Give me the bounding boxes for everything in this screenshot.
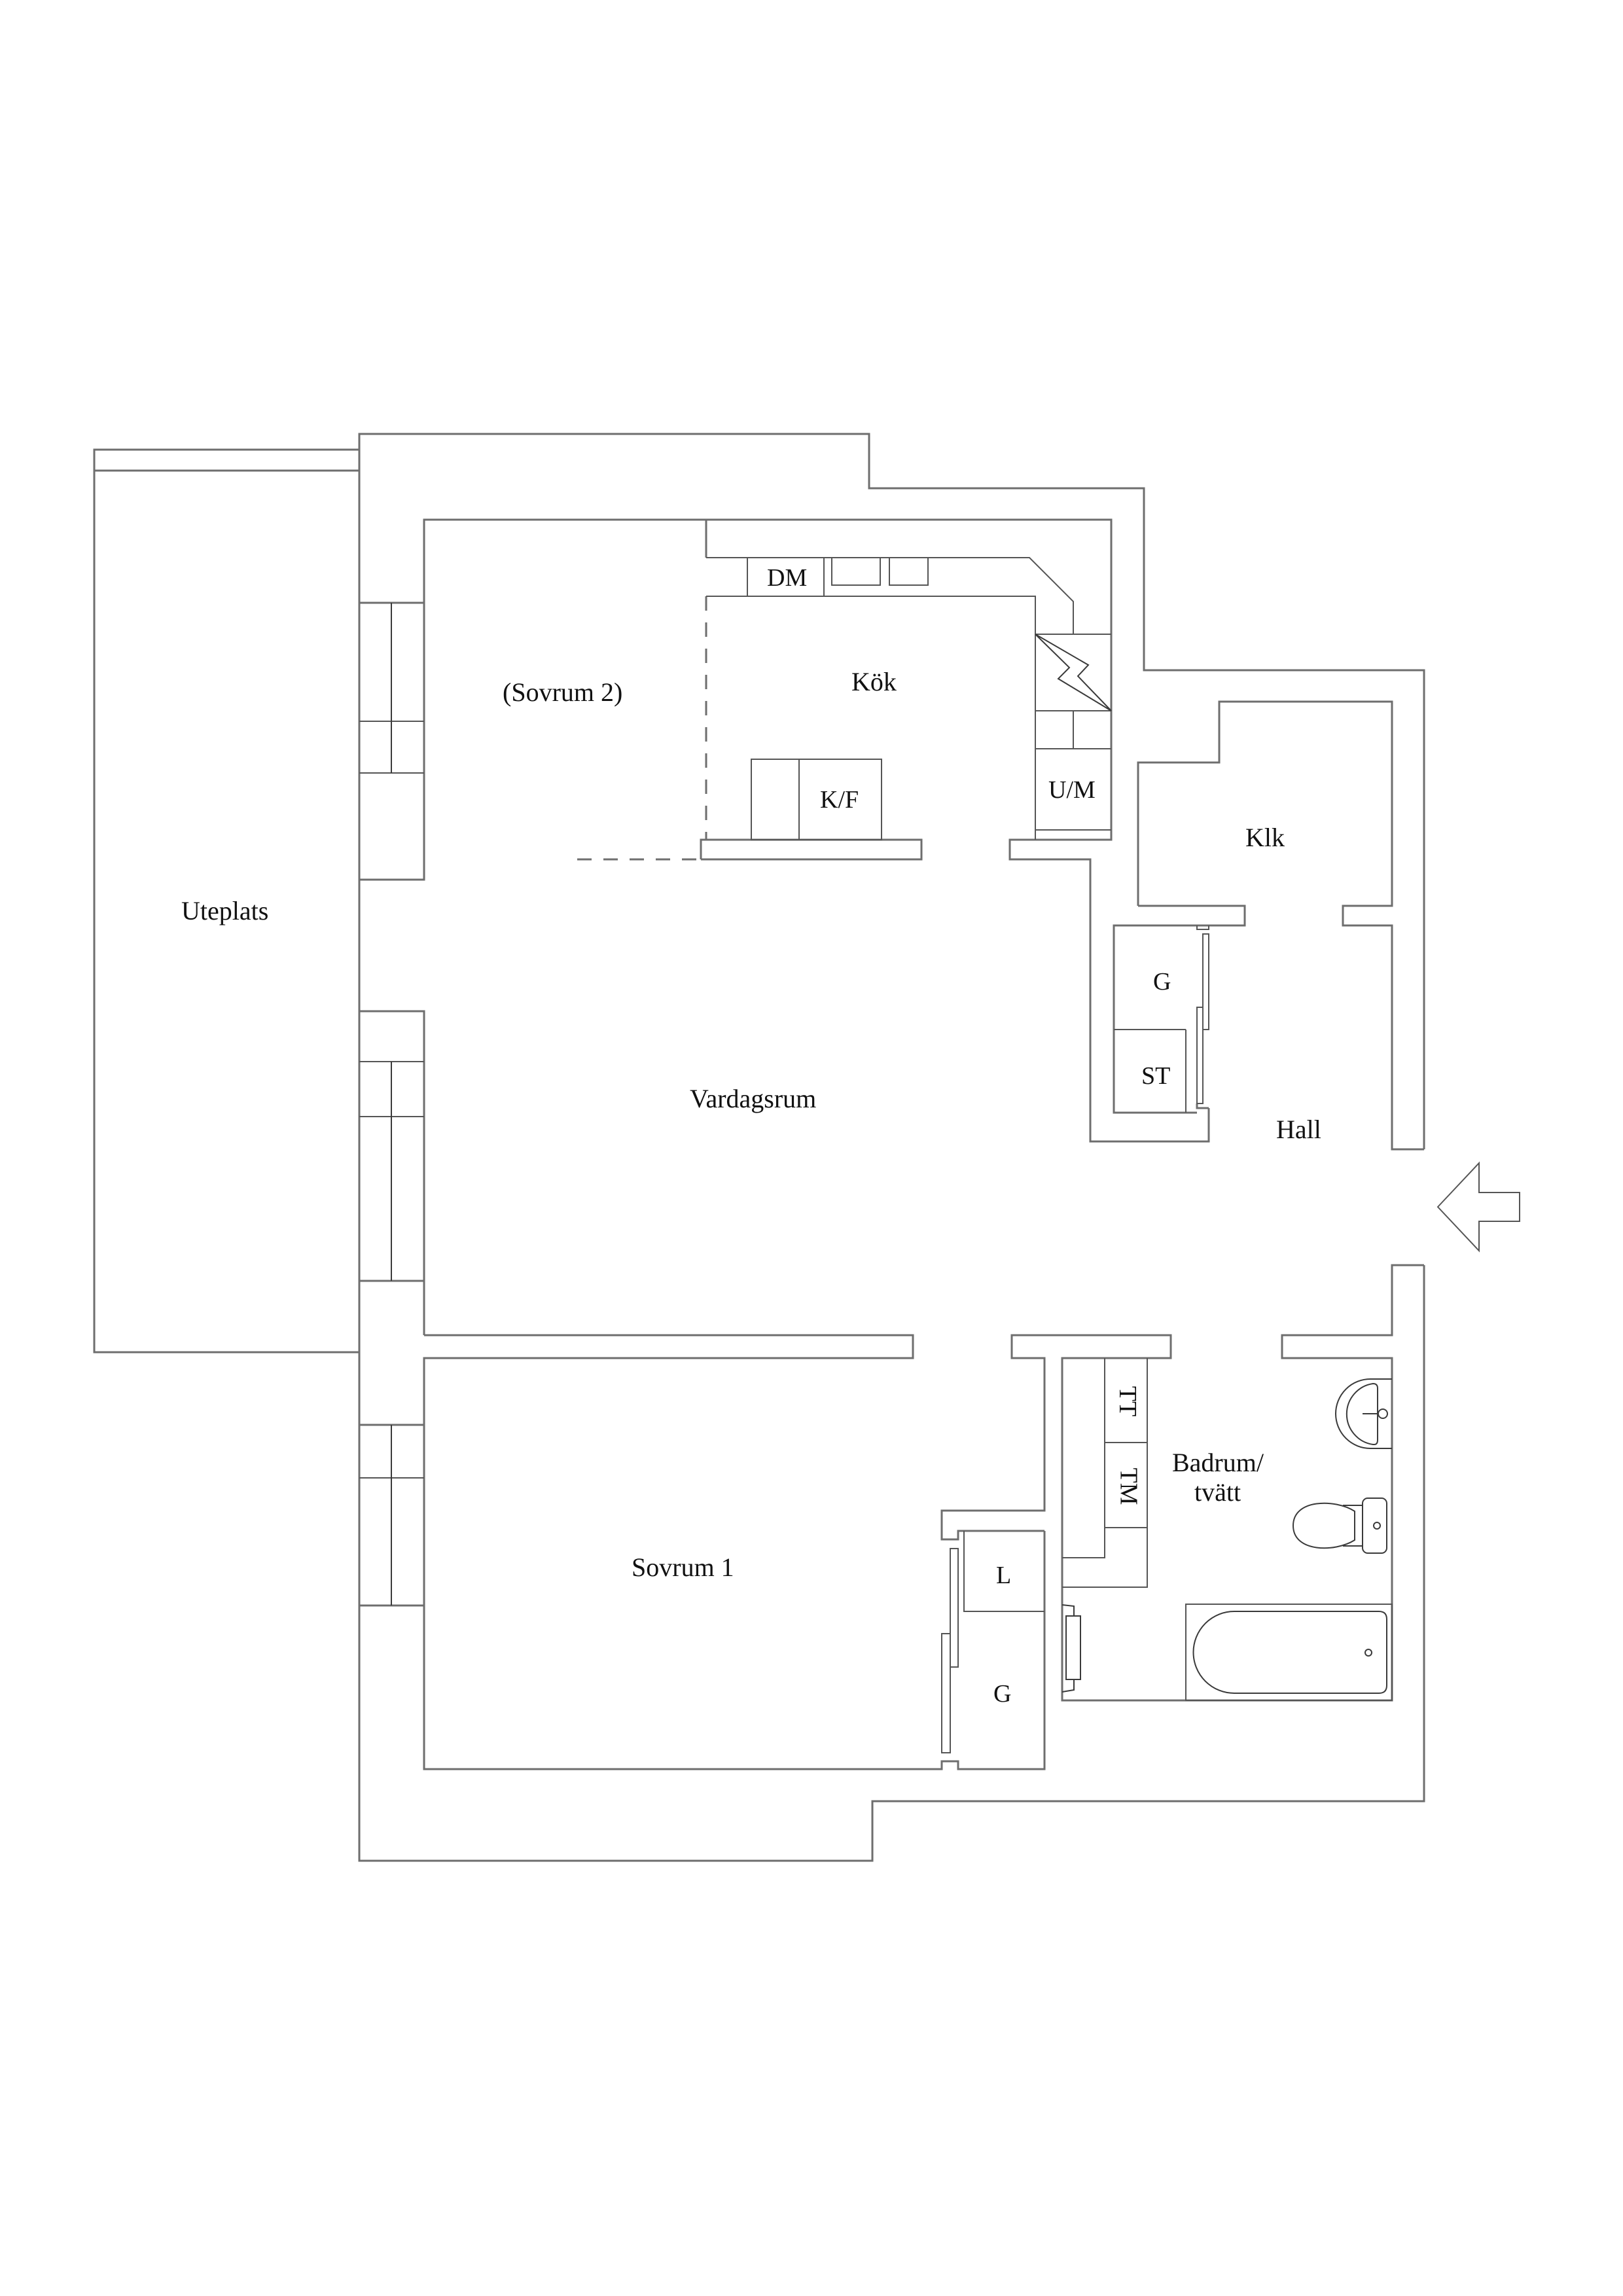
room-label-sovrum2: (Sovrum 2): [503, 677, 623, 707]
towel-radiator-icon: [1061, 1604, 1081, 1693]
bedroom-closet: [941, 1531, 1044, 1753]
sink-basin-icon: [889, 558, 929, 586]
laundry-cabinets: [1062, 1358, 1148, 1588]
fixture-label-bedroom-wardrobe: G: [993, 1680, 1012, 1708]
fixture-label-oven-microwave: U/M: [1048, 776, 1096, 804]
fixture-label-hall-wardrobe: G: [1153, 968, 1171, 996]
window-sovrum1: [358, 1424, 425, 1607]
room-label-sovrum1: Sovrum 1: [632, 1552, 734, 1582]
sliding-door: [941, 1633, 951, 1753]
bathtub-icon: [1185, 1604, 1393, 1701]
fridge-freezer-unit: [751, 759, 882, 840]
fixture-label-washer: TM: [1115, 1467, 1143, 1505]
room-label-vardagsrum: Vardagsrum: [690, 1084, 817, 1113]
fixture-label-fridge-freezer: K/F: [820, 786, 859, 814]
sliding-door: [1196, 1007, 1204, 1104]
inner-walls: [423, 518, 1424, 1770]
room-label-kok: Kök: [851, 667, 897, 696]
window-vardagsrum: [358, 1010, 425, 1282]
hall-closet: [1114, 925, 1209, 1113]
room-label-tvatt: tvätt: [1194, 1477, 1241, 1507]
fixture-label-bedroom-linen: L: [996, 1562, 1012, 1589]
washbasin-icon: [1335, 1378, 1392, 1449]
toilet-icon: [1292, 1498, 1387, 1554]
room-label-hall: Hall: [1276, 1115, 1321, 1144]
window-sovrum2: [358, 601, 425, 881]
outer-walls: [358, 433, 1425, 1862]
room-label-klk: Klk: [1245, 823, 1285, 852]
stove-icon: [1035, 634, 1112, 711]
fixture-label-hall-storage: ST: [1141, 1062, 1171, 1090]
sliding-door: [1202, 933, 1209, 1030]
sink-basin-icon: [831, 558, 881, 586]
kitchen-counter: [706, 557, 1112, 840]
entrance-arrow-icon: [1436, 1161, 1520, 1253]
sliding-door: [950, 1548, 959, 1668]
fixture-label-dryer: TT: [1114, 1386, 1142, 1417]
room-label-uteplats: Uteplats: [181, 896, 269, 925]
room-label-badrum: Badrum/: [1172, 1448, 1264, 1477]
fixture-label-dishwasher: DM: [767, 564, 808, 592]
